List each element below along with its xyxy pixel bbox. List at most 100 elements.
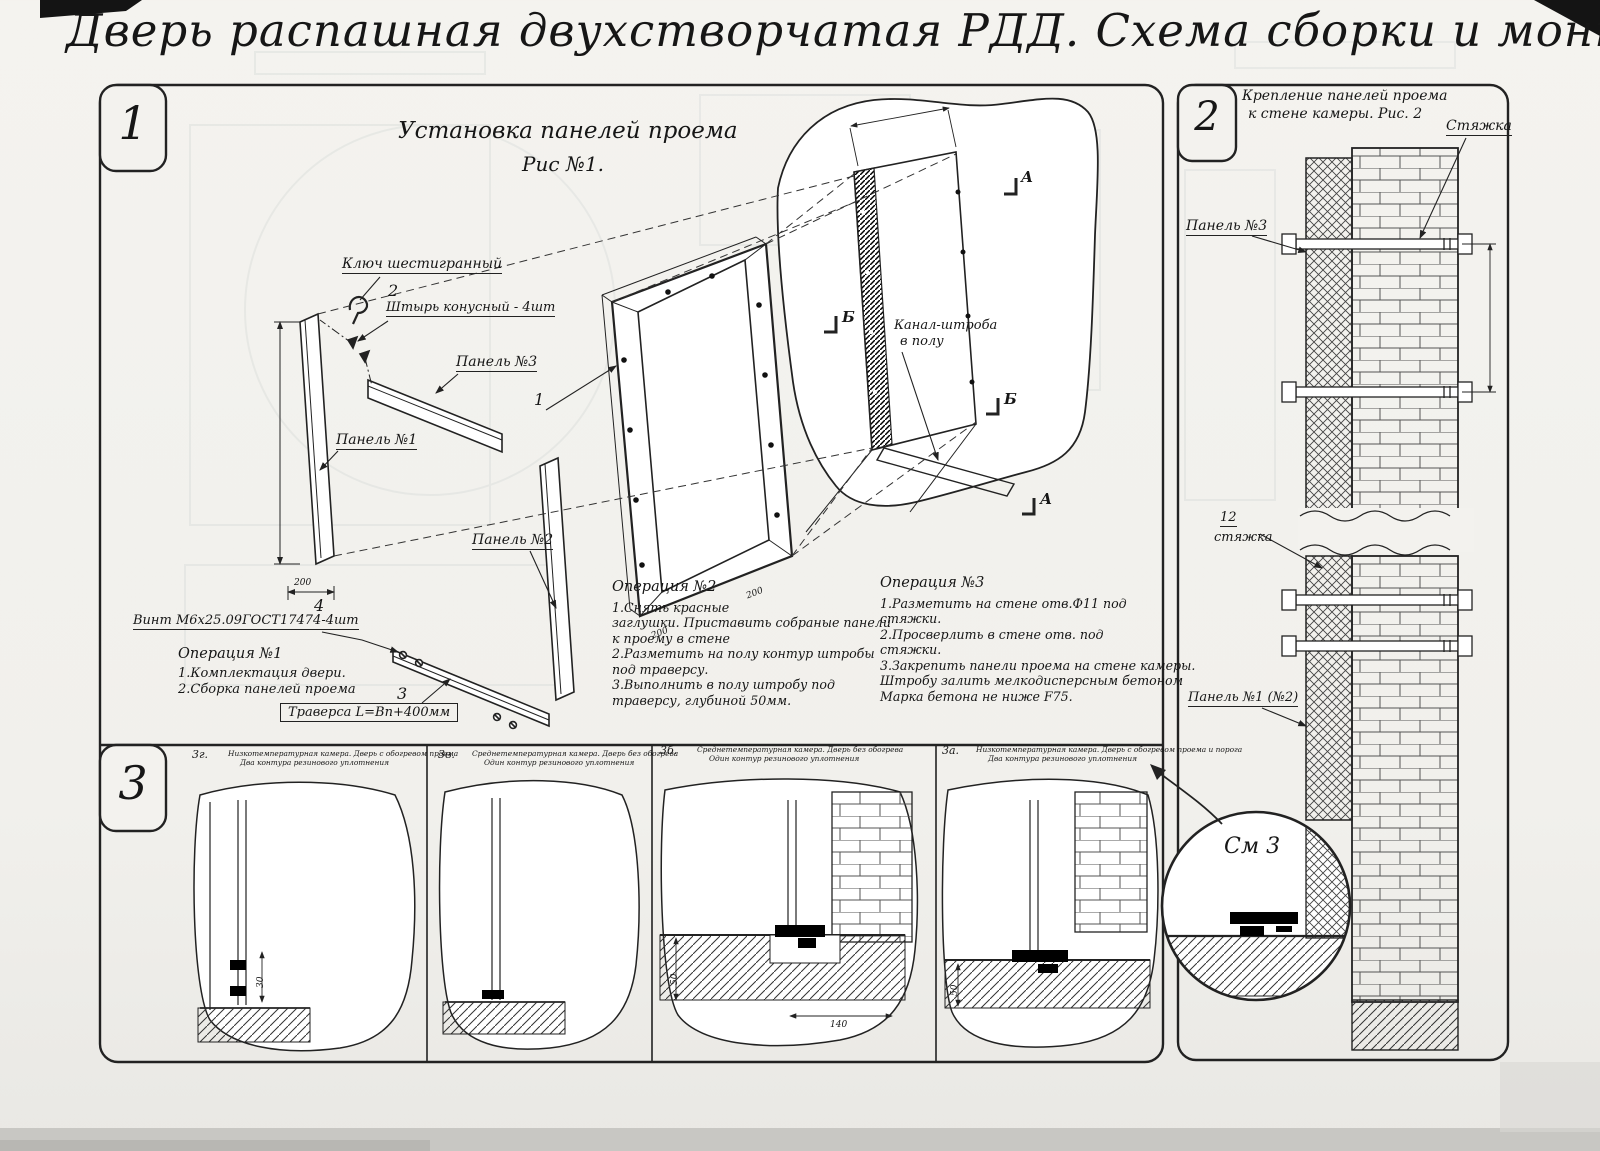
panel-3-shape [367,378,503,454]
label-pin: Штырь конусный - 4шт [386,300,556,317]
label-tie: Стяжка [1446,118,1512,136]
operation-2-line: к проему в стене [612,630,731,646]
operation-3-line: 3.Закрепить панели проема на стене камер… [880,657,1196,673]
operation-2-line: траверсу, глубиной 50мм. [612,692,792,708]
view-3v-id: 3в. [438,748,455,761]
detail-views-drawing [193,778,1159,1052]
detail-arrow [1157,771,1223,825]
ground-under-wall [1351,999,1459,1051]
label-channel-line2: в полу [900,334,944,349]
tie-rods [1281,233,1473,657]
section-1-heading: Установка панелей проема [398,118,738,144]
operation-2-title: Операция №2 [612,579,717,595]
label-panel-3: Панель №3 [456,354,538,372]
operation-2-line: заглушки. Приставить собраные панели [612,615,891,630]
operation-1-line: 1.Комплектация двери. [178,666,346,681]
badge-2-frame [1176,83,1238,163]
assembled-frame-drawing [601,236,794,618]
operation-2-line: 3.Выполнить в полу штробу под [612,677,835,692]
label-tie-small: стяжка [1214,530,1273,545]
section-3-number: 3 [118,756,148,810]
view-3b [659,778,919,1047]
view-3a-dim: 50 [950,984,960,996]
view-3a-caption-2: Два контура резинового уплотнения [988,754,1138,763]
pin-shape [358,349,371,364]
operation-3-line: 2.Просверлить в стене отв. под [880,626,1104,642]
operation-1-title: Операция №1 [178,646,283,662]
label-hex-key: Ключ шестигранный [342,256,503,274]
opening-jamb-hatched [853,167,893,451]
label-channel-line1: Канал-штроба [894,318,998,333]
label-panel-2: Панель №2 [472,532,554,550]
label-panel-1: Панель №1 [336,432,418,450]
operation-3-line: стяжки. [880,642,942,657]
dimension-lines [1462,243,1496,393]
view-3b-caption-1: Среднетемпературная камера. Дверь без об… [697,745,904,754]
sheet-borders [98,83,1510,1064]
panel-strip-top [1305,157,1353,511]
operation-1-block: Операция №1 1.Комплектация двери. 2.Сбор… [178,646,356,698]
section-2-number: 2 [1194,94,1220,140]
operation-3-line: Штробу залить мелкодисперсным бетоном [880,673,1184,688]
panel-1-shape [299,312,335,566]
section-2-heading-line2: к стене камеры. Рис. 2 [1248,106,1423,122]
operation-3-line: Марка бетона не ниже F75. [880,688,1073,704]
badge-3-frame [98,743,168,833]
operation-2-line: под траверсу. [612,661,709,677]
label-panel-3-s2: Панель №3 [1186,218,1268,236]
frame-holes [621,273,780,568]
operation-3-line: 1.Разметить на стене отв.Ф11 под [880,595,1127,611]
operation-2-block: Операция №2 1.Снять красные заглушки. Пр… [612,579,891,708]
view-3g-id: 3г. [192,748,209,761]
view-3g-caption-2: Два контура резинового уплотнения [240,758,390,767]
callout-2: 2 [388,281,399,300]
view-3b-caption-2: Один контур резинового уплотнения [709,754,860,763]
brick-wall-bottom [1351,555,1459,1003]
operation-2-line: 1.Снять красные [612,599,730,615]
view-3a [941,778,1159,1048]
label-see-detail-3: См 3 [1224,834,1281,859]
view-3b-dim-140: 140 [830,1020,848,1030]
label-screw: Винт М6х25.09ГОСТ17474-4шт [133,613,359,630]
exploded-panels-drawing [274,276,617,730]
label-panel-1-2: Панель №1 (№2) [1188,690,1299,707]
detail-circle [1160,810,1352,1002]
section-2-heading-line1: Крепление панелей проема [1242,88,1448,104]
view-3a-caption-1: Низкотемпературная камера. Дверь с обогр… [976,745,1243,754]
callout-1: 1 [534,390,545,409]
dim-200: 200 [294,578,312,588]
operation-2-line: 2.Разметить на полу контур штробы [612,646,875,661]
section-mark-a-top: А [1021,168,1034,186]
section-marks [824,178,1036,516]
frame-outer [610,242,794,618]
view-3v-caption-1: Среднетемпературная камера. Дверь без об… [472,749,679,758]
floor-channel [875,447,1016,497]
view-3g [193,781,416,1052]
wall-opening-drawing [317,97,1099,557]
sheet-title: Дверь распашная двухстворчатая РДД. Схем… [66,4,1600,57]
dimension-lines [274,321,335,600]
section-1-number: 1 [118,96,148,150]
section-mark-b-left: Б [842,308,855,326]
section-1-subheading: Рис №1. [522,152,604,176]
leader-lines [1251,137,1467,727]
section-mark-a-bottom: А [1040,490,1053,508]
operation-3-line: стяжки. [880,611,942,626]
wall-fixing-drawing [1150,137,1496,1051]
operation-3-title: Операция №3 [880,575,985,591]
label-tie-number: 12 [1220,510,1237,527]
pin-shape [346,335,359,350]
brick-wall-top [1351,147,1459,511]
callout-4: 4 [314,596,325,615]
view-3b-dim-50: 50 [670,973,680,985]
panel-2-shape [539,456,575,702]
section-mark-b-right: Б [1004,390,1017,408]
label-traverse: Траверса L=Bп+400мм [280,703,459,722]
view-3a-id: 3а. [942,744,960,757]
leader-lines [319,276,617,704]
view-3v-caption-2: Один контур резинового уплотнения [484,758,635,767]
callout-3: 3 [397,684,408,703]
